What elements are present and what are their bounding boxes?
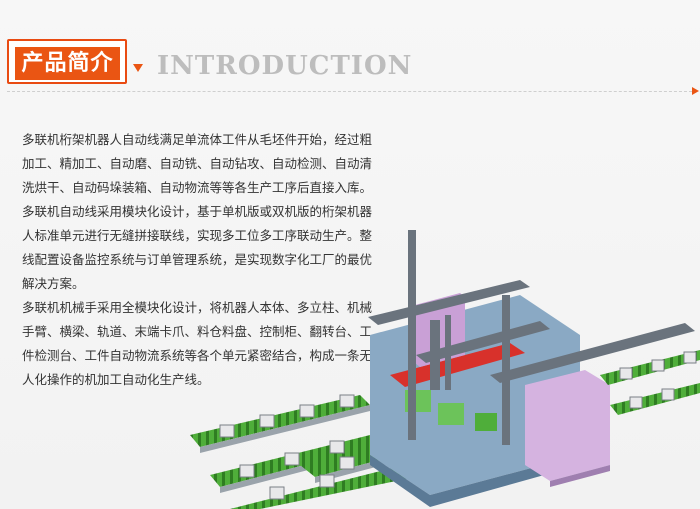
intro-paragraph-2: 多联机机械手采用全模块化设计，将机器人本体、多立柱、机械手臂、横梁、轨道、末端卡… bbox=[22, 300, 373, 387]
arrow-right-icon bbox=[692, 87, 699, 95]
production-line-illustration bbox=[190, 230, 700, 509]
gantry-robot bbox=[368, 230, 695, 445]
header-divider bbox=[7, 91, 692, 92]
intro-paragraph-1: 多联机桁架机器人自动线满足单流体工件从毛坯件开始，经过粗加工、精加工、自动磨、自… bbox=[22, 132, 373, 291]
section-header: 产品简介 INTRODUCTION bbox=[0, 32, 700, 95]
caret-down-icon bbox=[133, 64, 143, 72]
workpieces-left bbox=[219, 394, 455, 500]
intro-text: 多联机桁架机器人自动线满足单流体工件从毛坯件开始，经过粗加工、精加工、自动磨、自… bbox=[22, 128, 375, 392]
section-title-badge: 产品简介 bbox=[15, 47, 120, 80]
conveyor-lines-right bbox=[600, 350, 700, 415]
section-title-en: INTRODUCTION bbox=[157, 51, 413, 81]
